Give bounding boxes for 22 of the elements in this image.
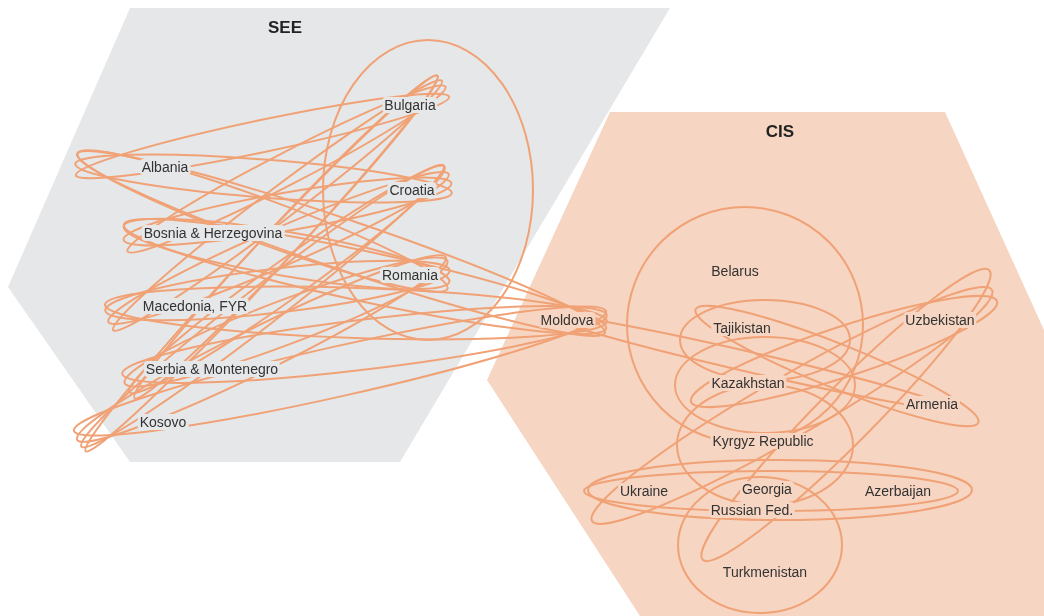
country-label: Kazakhstan (709, 375, 787, 391)
country-label: Macedonia, FYR (140, 298, 250, 314)
country-label: Kosovo (137, 414, 189, 430)
country-label: Moldova (538, 312, 596, 328)
country-label: Turkmenistan (720, 564, 810, 580)
country-label: Belarus (709, 263, 761, 279)
country-label: Kyrgyz Republic (710, 433, 816, 449)
country-label: Bosnia & Herzegovina (141, 225, 285, 241)
region-title: SEE (268, 17, 302, 40)
country-label: Russian Fed. (708, 502, 796, 518)
country-label: Tajikistan (711, 320, 773, 336)
country-label: Armenia (903, 396, 961, 412)
country-label: Croatia (387, 182, 437, 198)
country-label: Serbia & Montenegro (143, 361, 281, 377)
country-label: Romania (380, 267, 440, 283)
country-label: Azerbaijan (862, 483, 934, 499)
country-label: Albania (139, 159, 191, 175)
country-label: Georgia (740, 481, 794, 497)
country-label: Uzbekistan (903, 312, 977, 328)
country-label: Bulgaria (382, 97, 438, 113)
region-title: CIS (765, 121, 795, 144)
country-label: Ukraine (617, 483, 671, 499)
